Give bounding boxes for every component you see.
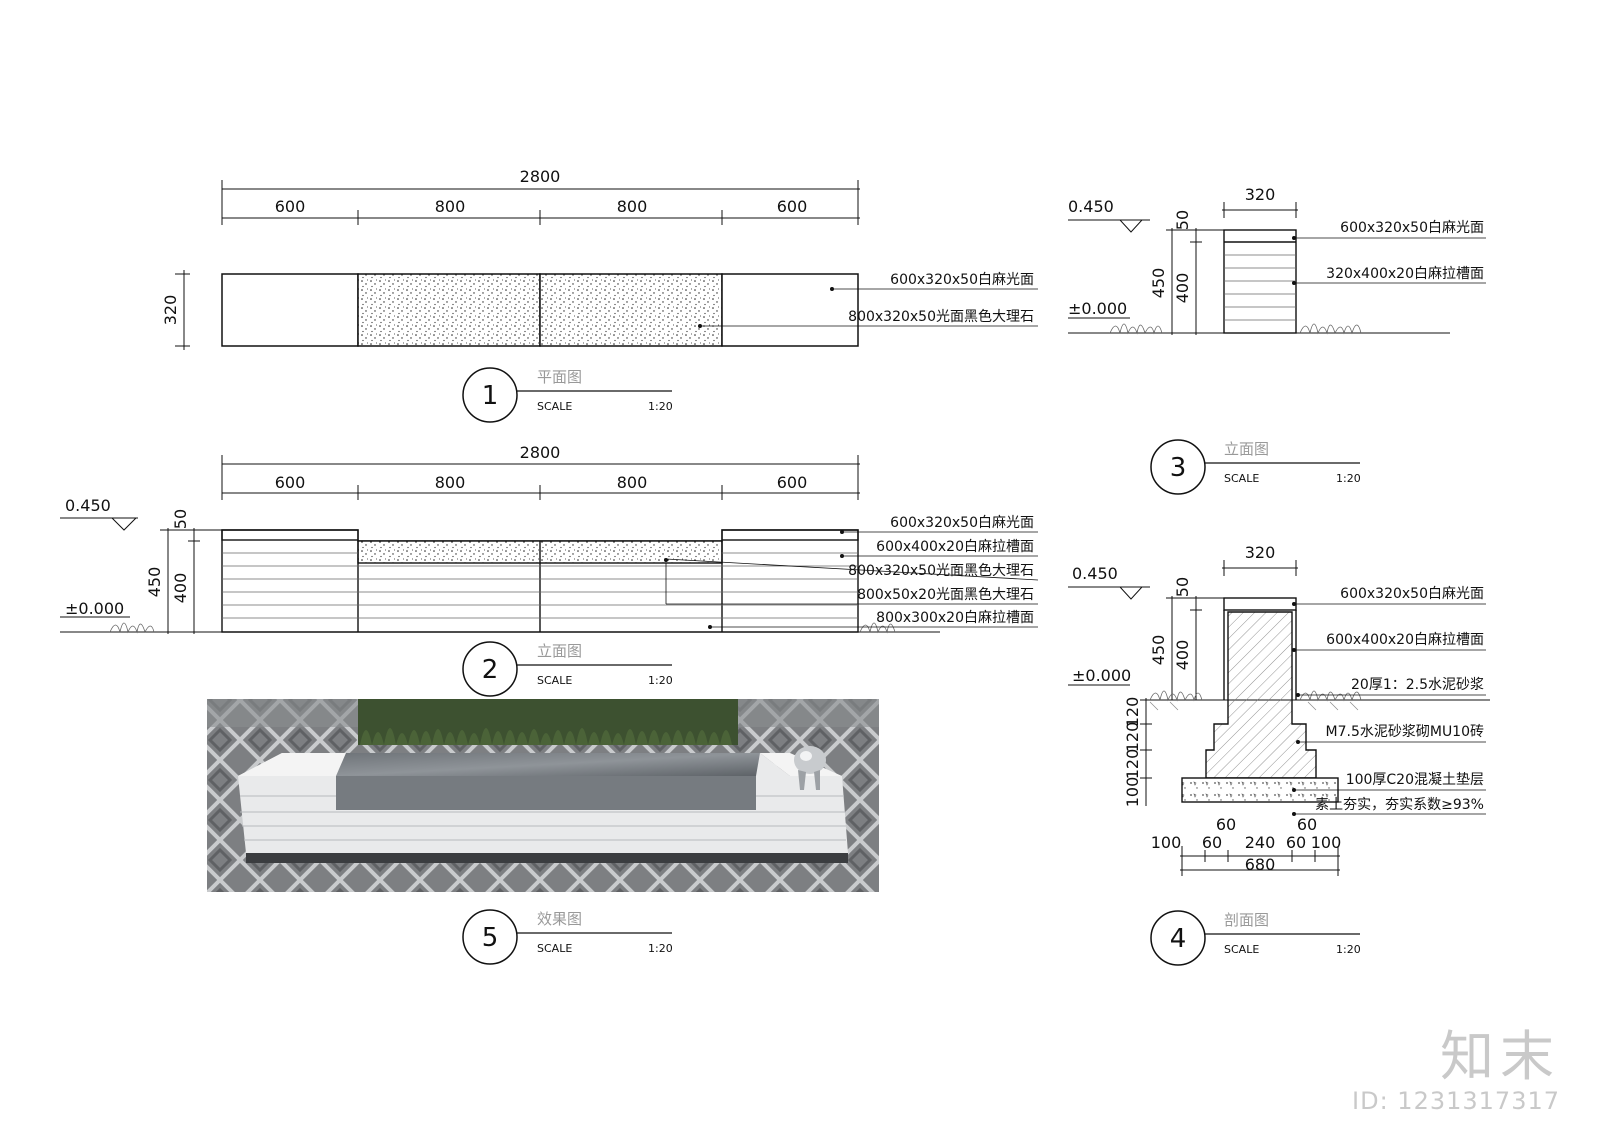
side-height-total: 450	[1149, 268, 1168, 299]
section-base-dim-3: 240	[1245, 833, 1276, 852]
side-bench	[1223, 229, 1297, 334]
front-label-4: 800x50x20光面黑色大理石	[857, 586, 1034, 603]
render-scale-label: SCALE	[537, 942, 572, 955]
section-level-ground: ±0.000	[1072, 666, 1131, 685]
side-height-top: 50	[1173, 210, 1192, 230]
side-elevation: 320 0.450 ±0.000 450 50 400 600x320x50白麻…	[1068, 185, 1486, 495]
section-label-5: 100厚C20混凝土垫层	[1346, 772, 1484, 788]
plan-scale: 1:20	[648, 400, 673, 413]
front-bench	[221, 529, 859, 633]
watermark: 知末 ID: 1231317317	[1352, 1025, 1560, 1116]
section-footing-dim-4: 100	[1123, 777, 1142, 808]
section-label-1: 600x320x50白麻光面	[1340, 586, 1484, 602]
section-step-dim-left: 60	[1216, 815, 1236, 834]
side-level-ground: ±0.000	[1068, 299, 1127, 318]
section-view: 320 0.450 ±0.000 450 50 400 120 120 120 …	[1068, 543, 1490, 966]
plan-bench	[221, 273, 859, 347]
front-seg-dim-1: 600	[275, 473, 306, 492]
front-label-5: 800x300x20白麻拉槽面	[876, 610, 1034, 626]
side-label-2: 320x400x20白麻拉槽面	[1326, 266, 1484, 282]
plan-scale-label: SCALE	[537, 400, 572, 413]
section-base-dim-1: 100	[1151, 833, 1182, 852]
plan-label-2: 800x320x50光面黑色大理石	[848, 308, 1034, 325]
plan-total-dim: 2800	[520, 167, 561, 186]
section-width-dim: 320	[1245, 543, 1276, 562]
front-height-top: 50	[171, 509, 190, 529]
section-title: 剖面图	[1224, 911, 1269, 929]
plan-title: 平面图	[537, 368, 582, 386]
front-seg-dim-4: 600	[777, 473, 808, 492]
plan-label-1: 600x320x50白麻光面	[890, 272, 1034, 288]
front-label-2: 600x400x20白麻拉槽面	[876, 539, 1034, 555]
section-footing-dim-1: 120	[1123, 697, 1142, 728]
side-number: 3	[1170, 453, 1187, 483]
section-base-dim-4: 60	[1286, 833, 1306, 852]
front-level-ground: ±0.000	[65, 599, 124, 618]
front-height-total: 450	[145, 567, 164, 598]
side-label-1: 600x320x50白麻光面	[1340, 220, 1484, 236]
front-seg-dim-3: 800	[617, 473, 648, 492]
front-seg-dim-2: 800	[435, 473, 466, 492]
side-scale-label: SCALE	[1224, 472, 1259, 485]
section-base-total: 680	[1245, 855, 1276, 874]
section-height-top: 50	[1173, 577, 1192, 597]
section-base-dim-2: 60	[1202, 833, 1222, 852]
render-scale: 1:20	[648, 942, 673, 955]
front-height-body: 400	[171, 573, 190, 604]
front-elevation: 2800 600 800 800 600 0.450 ±0.000 450 50…	[60, 443, 1039, 697]
section-label-4: M7.5水泥砂浆砌MU10砖	[1326, 724, 1484, 740]
front-title: 立面图	[537, 642, 582, 660]
section-level-top: 0.450	[1072, 564, 1118, 583]
front-total-dim: 2800	[520, 443, 561, 462]
section-height-body: 400	[1173, 640, 1192, 671]
front-scale: 1:20	[648, 674, 673, 687]
plan-seg-dim-1: 600	[275, 197, 306, 216]
side-level-top: 0.450	[1068, 197, 1114, 216]
watermark-id: ID: 1231317317	[1352, 1087, 1560, 1115]
section-scale: 1:20	[1336, 943, 1361, 956]
section-footing-dim-2: 120	[1123, 722, 1142, 753]
render-view: 5 效果图 SCALE 1:20	[207, 699, 879, 965]
plan-seg-dim-2: 800	[435, 197, 466, 216]
plan-dimensions	[175, 180, 860, 350]
front-scale-label: SCALE	[537, 674, 572, 687]
section-label-6: 素土夯实，夯实系数≥93%	[1315, 797, 1484, 813]
plan-number: 1	[482, 381, 499, 411]
render-number: 5	[482, 923, 499, 953]
side-width-dim: 320	[1245, 185, 1276, 204]
front-label-1: 600x320x50白麻光面	[890, 515, 1034, 531]
section-step-dim-right: 60	[1297, 815, 1317, 834]
section-label-3: 20厚1：2.5水泥砂浆	[1351, 677, 1484, 693]
front-level-top: 0.450	[65, 496, 111, 515]
section-base-dim-5: 100	[1311, 833, 1342, 852]
plan-seg-dim-4: 600	[777, 197, 808, 216]
side-title: 立面图	[1224, 440, 1269, 458]
section-number: 4	[1170, 924, 1187, 954]
section-footing-dim-3: 120	[1123, 749, 1142, 780]
section-height-total: 450	[1149, 635, 1168, 666]
plan-view: 2800 600 800 800 600 320 600x320x50白麻光面 …	[161, 167, 1038, 423]
section-scale-label: SCALE	[1224, 943, 1259, 956]
front-label-3: 800x320x50光面黑色大理石	[848, 562, 1034, 579]
section-body	[1181, 597, 1339, 803]
plan-depth-dim: 320	[161, 295, 180, 326]
plan-seg-dim-3: 800	[617, 197, 648, 216]
front-number: 2	[482, 655, 499, 685]
render-title: 效果图	[537, 910, 582, 928]
side-scale: 1:20	[1336, 472, 1361, 485]
watermark-logo: 知末	[1440, 1025, 1560, 1088]
side-height-body: 400	[1173, 273, 1192, 304]
section-label-2: 600x400x20白麻拉槽面	[1326, 632, 1484, 648]
